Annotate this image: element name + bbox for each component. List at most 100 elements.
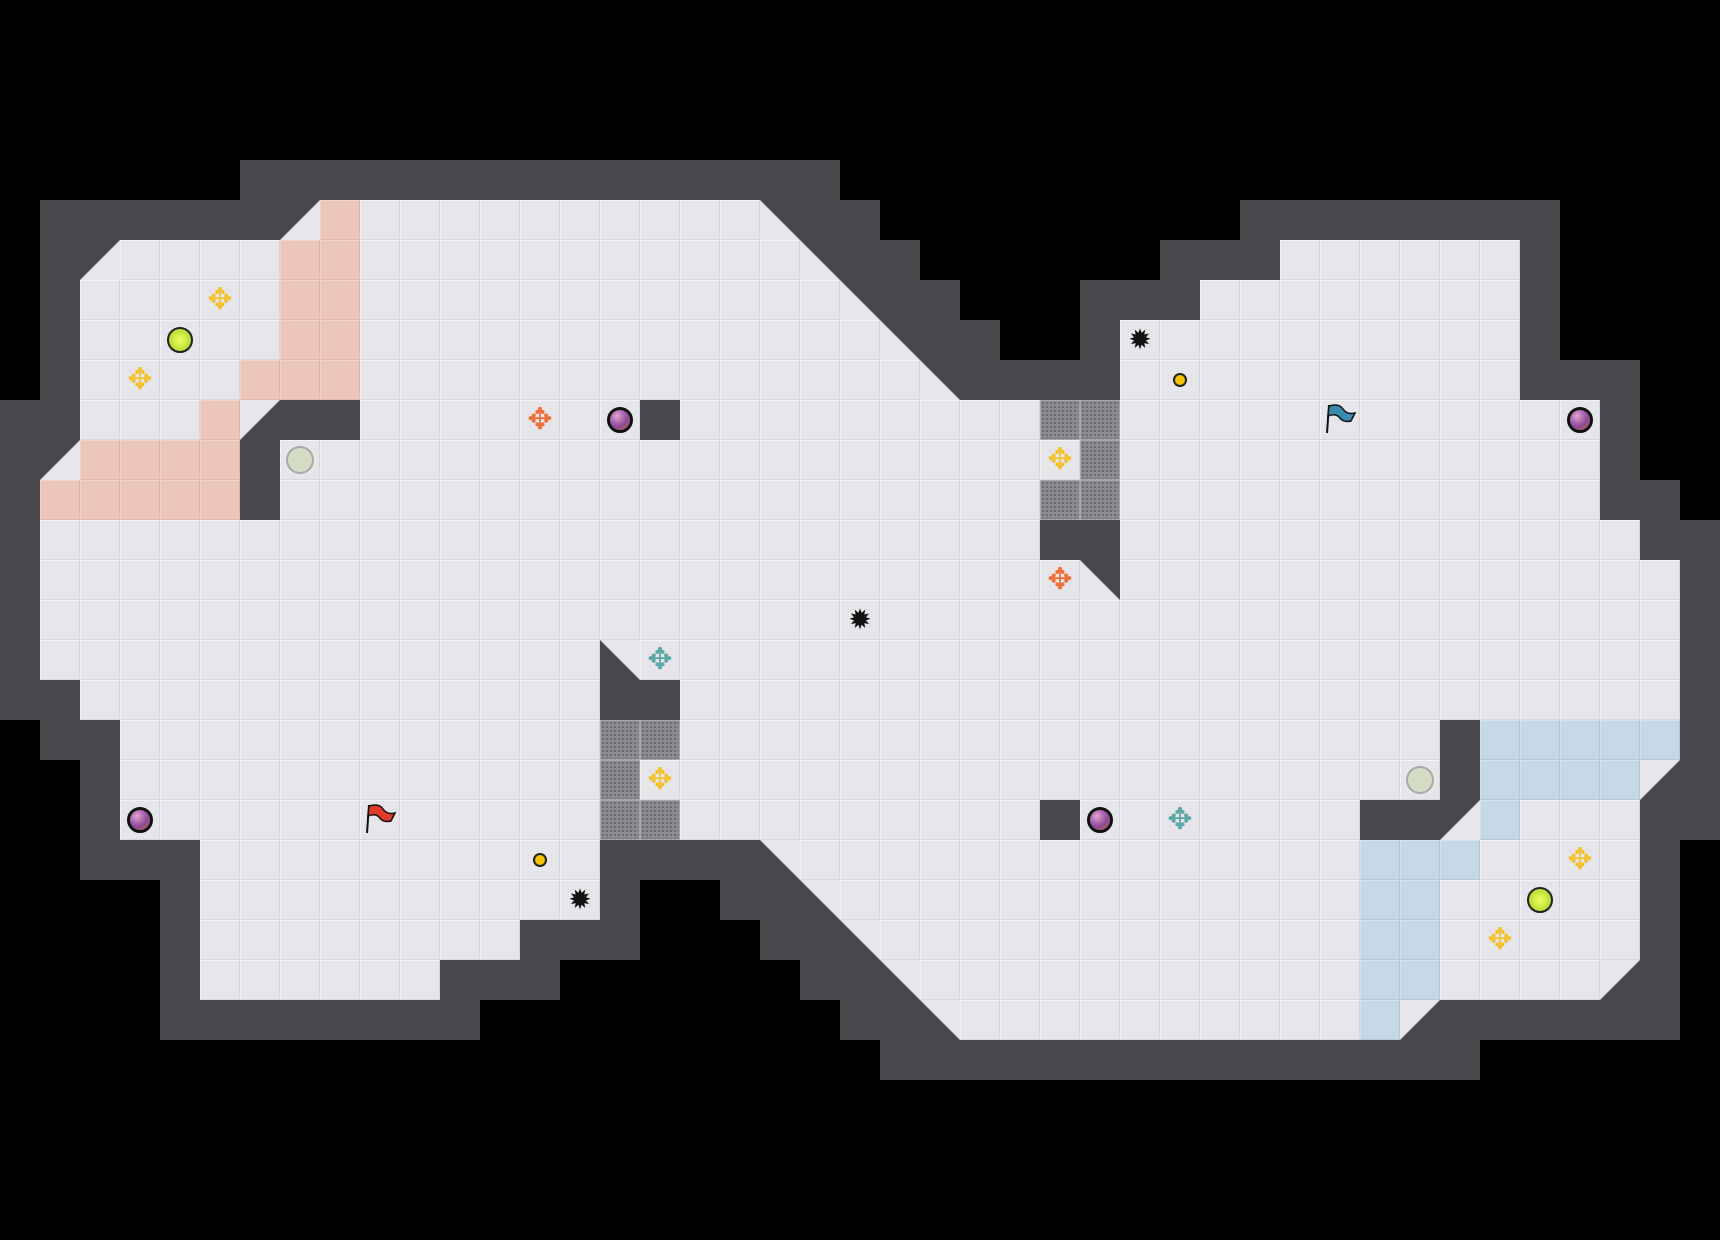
wall-tile xyxy=(0,640,40,680)
floor-tile xyxy=(200,680,240,720)
floor-tile xyxy=(840,880,880,920)
wall-tile xyxy=(1120,1040,1160,1080)
wall-tile xyxy=(1680,680,1720,720)
floor-tile xyxy=(920,840,960,880)
floor-tile xyxy=(40,640,80,680)
floor-tile xyxy=(440,840,480,880)
floor-tile xyxy=(1480,320,1520,360)
floor-tile xyxy=(320,840,360,880)
wall-tile xyxy=(160,840,200,880)
floor-tile xyxy=(400,600,440,640)
floor-tile xyxy=(760,480,800,520)
floor-tile xyxy=(560,800,600,840)
floor-tile xyxy=(1480,960,1520,1000)
wall-tile xyxy=(760,160,800,200)
floor-tile xyxy=(720,240,760,280)
wall-tile xyxy=(80,720,120,760)
floor-tile xyxy=(1160,960,1200,1000)
floor-tile xyxy=(440,640,480,680)
floor-tile xyxy=(1000,400,1040,440)
floor-tile xyxy=(280,840,320,880)
floor-tile xyxy=(200,880,240,920)
flag-icon xyxy=(1323,401,1357,440)
floor-tile xyxy=(1440,360,1480,400)
floor-tile xyxy=(320,480,360,520)
floor-tile xyxy=(240,920,280,960)
wall-tile xyxy=(40,240,80,280)
floor-tile xyxy=(1080,880,1120,920)
floor-tile xyxy=(800,600,840,640)
floor-tile xyxy=(1240,760,1280,800)
spike: ✹ xyxy=(840,600,880,640)
floor-tile xyxy=(840,400,880,440)
floor-tile xyxy=(640,480,680,520)
floor-tile xyxy=(880,800,920,840)
floor-tile xyxy=(920,480,960,520)
wall-tile xyxy=(40,320,80,360)
boost-pad: ✥ xyxy=(1480,920,1520,960)
floor-tile xyxy=(240,800,280,840)
floor-tile xyxy=(840,680,880,720)
wall-tile xyxy=(1000,1040,1040,1080)
floor-tile xyxy=(1200,1000,1240,1040)
floor-tile xyxy=(1000,440,1040,480)
powerup-icon xyxy=(167,327,193,353)
floor-tile xyxy=(1520,680,1560,720)
diagonal-wall-tile xyxy=(600,640,640,680)
floor-tile xyxy=(1200,480,1240,520)
floor-tile xyxy=(400,440,440,480)
boost-icon: ✥ xyxy=(527,402,553,437)
floor-tile xyxy=(1240,520,1280,560)
wall-tile xyxy=(240,1000,280,1040)
floor-tile xyxy=(880,440,920,480)
floor-tile xyxy=(400,200,440,240)
floor-tile xyxy=(680,280,720,320)
gate-tile xyxy=(1080,440,1120,480)
boost-pad: ✥ xyxy=(640,760,680,800)
floor-tile xyxy=(1000,520,1040,560)
wall-tile xyxy=(1520,1000,1560,1040)
wall-tile xyxy=(960,1040,1000,1080)
red-flag xyxy=(360,800,400,840)
red-zone-tile xyxy=(80,480,120,520)
floor-tile xyxy=(760,600,800,640)
wall-tile xyxy=(560,920,600,960)
floor-tile xyxy=(560,600,600,640)
floor-tile xyxy=(1280,360,1320,400)
floor-tile xyxy=(1120,640,1160,680)
floor-tile xyxy=(1440,560,1480,600)
floor-tile xyxy=(680,480,720,520)
wall-tile xyxy=(1680,760,1720,800)
floor-half xyxy=(80,240,120,280)
bomb xyxy=(1560,400,1600,440)
floor-tile xyxy=(1000,600,1040,640)
floor-tile xyxy=(920,640,960,680)
floor-tile xyxy=(200,240,240,280)
wall-tile xyxy=(600,160,640,200)
floor-tile xyxy=(1280,440,1320,480)
floor-tile xyxy=(1440,480,1480,520)
floor-tile xyxy=(920,600,960,640)
floor-tile xyxy=(120,680,160,720)
wall-tile xyxy=(1440,1000,1480,1040)
floor-tile xyxy=(1120,880,1160,920)
spike: ✹ xyxy=(560,880,600,920)
floor-tile xyxy=(960,640,1000,680)
floor-tile xyxy=(640,560,680,600)
floor-tile xyxy=(1240,320,1280,360)
floor-tile xyxy=(960,720,1000,760)
floor-tile xyxy=(280,600,320,640)
floor-tile xyxy=(200,640,240,680)
wall-tile xyxy=(800,160,840,200)
wall-tile xyxy=(1040,520,1080,560)
floor-tile xyxy=(600,360,640,400)
wall-tile xyxy=(40,360,80,400)
floor-tile xyxy=(720,480,760,520)
floor-tile xyxy=(440,560,480,600)
wall-tile xyxy=(840,1000,880,1040)
floor-tile xyxy=(1280,720,1320,760)
boost-pad: ✥ xyxy=(120,360,160,400)
wall-tile xyxy=(40,720,80,760)
floor-tile xyxy=(1320,440,1360,480)
floor-tile xyxy=(880,360,920,400)
